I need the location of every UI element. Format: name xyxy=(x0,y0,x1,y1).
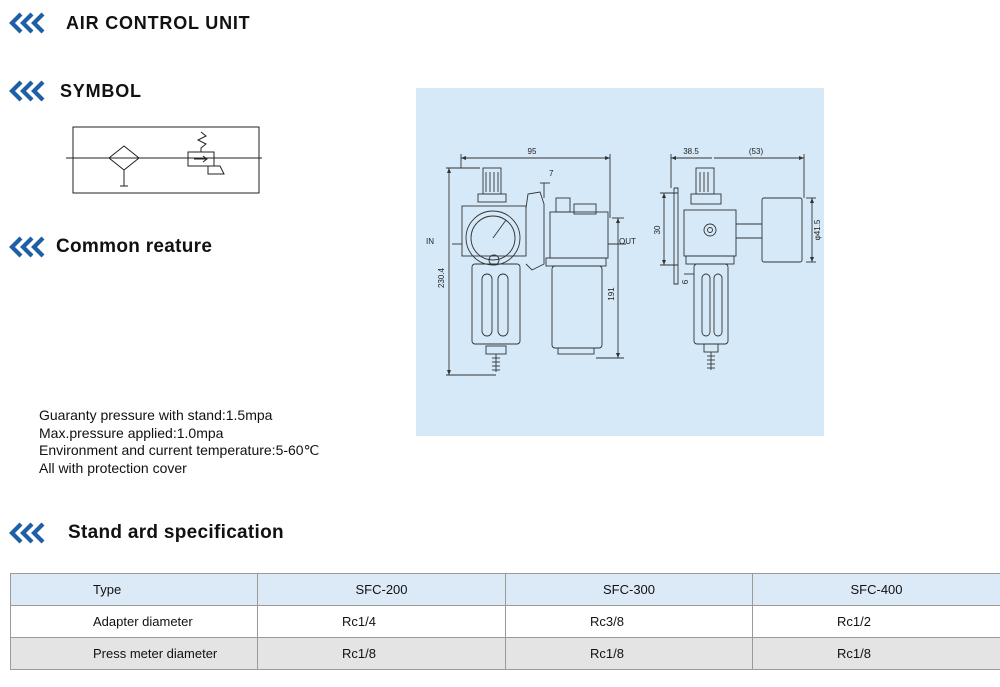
feature-list: Guaranty pressure with stand:1.5mpa Max.… xyxy=(39,407,319,477)
dim-phi-label: φ41.5 xyxy=(813,219,822,240)
feature-item: Environment and current temperature:5-60… xyxy=(39,442,320,458)
heading-standard-specification: Stand ard specification xyxy=(8,522,284,544)
pneumatic-symbol-diagram xyxy=(66,126,262,194)
triple-chevron-icon xyxy=(9,12,45,34)
triple-chevron-icon xyxy=(9,236,45,258)
table-cell: Rc1/8 xyxy=(505,637,753,670)
table-row: Adapter diameter Rc1/4 Rc3/8 Rc1/2 xyxy=(10,605,1000,638)
technical-drawing: 95 7 230.4 191 IN OUT 38.5 (53) 30 φ41.5… xyxy=(426,147,822,376)
triple-chevron-icon xyxy=(9,522,45,544)
heading-air-control-unit: AIR CONTROL UNIT xyxy=(8,12,250,34)
feature-item: Max.pressure applied:1.0mpa xyxy=(39,424,224,441)
dim-30-label: 30 xyxy=(653,225,662,234)
dim-7-label: 7 xyxy=(549,169,554,178)
row-label: Adapter diameter xyxy=(10,605,258,638)
section-title-common-feature: Common reature xyxy=(56,236,213,257)
section-title-standard-spec: Stand ard specification xyxy=(68,522,284,543)
in-port-label: IN xyxy=(426,237,434,246)
heading-common-feature: Common reature xyxy=(8,236,212,258)
table-cell: Rc1/2 xyxy=(752,605,1000,638)
triple-chevron-icon xyxy=(9,80,45,102)
dim-191-label: 191 xyxy=(607,287,616,301)
out-port-label: OUT xyxy=(619,237,636,246)
heading-symbol: SYMBOL xyxy=(8,80,142,102)
dim-53-label: (53) xyxy=(749,147,764,156)
table-header-model: SFC-400 xyxy=(752,573,1000,606)
feature-item: All with protection cover xyxy=(39,459,187,476)
specification-table: Type SFC-200 SFC-300 SFC-400 Adapter dia… xyxy=(10,573,1000,670)
technical-drawing-panel: 95 7 230.4 191 IN OUT 38.5 (53) 30 φ41.5… xyxy=(416,88,824,436)
dim-height-label: 230.4 xyxy=(437,267,446,288)
page-title: AIR CONTROL UNIT xyxy=(66,12,251,33)
table-cell: Rc1/8 xyxy=(752,637,1000,670)
table-cell: Rc3/8 xyxy=(505,605,753,638)
table-cell: Rc1/8 xyxy=(257,637,506,670)
row-label: Press meter diameter xyxy=(10,637,258,670)
feature-item: Guaranty pressure with stand:1.5mpa xyxy=(39,407,273,423)
dim-38-5-label: 38.5 xyxy=(683,147,699,156)
dim-6-label: 6 xyxy=(681,279,690,284)
table-header-model: SFC-200 xyxy=(257,573,506,606)
dim-width-label: 95 xyxy=(528,147,537,156)
table-header-row: Type SFC-200 SFC-300 SFC-400 xyxy=(10,573,1000,606)
table-header-type: Type xyxy=(10,573,258,606)
table-cell: Rc1/4 xyxy=(257,605,506,638)
table-row: Press meter diameter Rc1/8 Rc1/8 Rc1/8 xyxy=(10,637,1000,670)
table-header-model: SFC-300 xyxy=(505,573,753,606)
section-title-symbol: SYMBOL xyxy=(60,80,142,101)
